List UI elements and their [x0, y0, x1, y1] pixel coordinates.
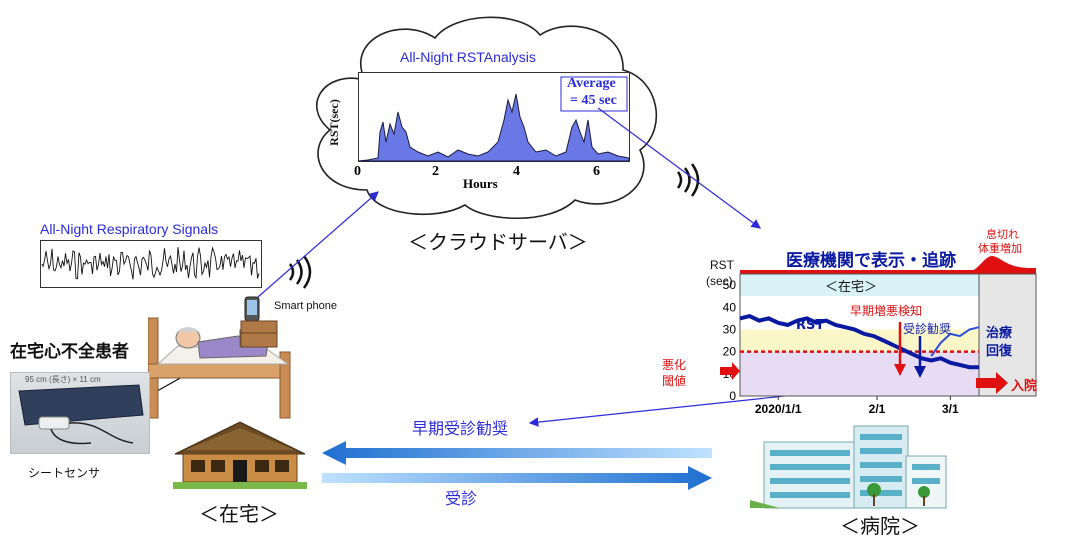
chart-ylabel-1: RST [710, 258, 734, 272]
early-visit-arrow [322, 441, 712, 465]
smartphone-label: Smart phone [274, 300, 337, 312]
admission-label: 入院 [1011, 379, 1038, 394]
rst-analysis-plot [358, 72, 630, 162]
cloud-title: All-Night RSTAnalysis [400, 49, 536, 65]
hospital-building-icon [750, 425, 947, 509]
sensor-ruler-text: 95 cm (長さ) × 11 cm [25, 375, 101, 384]
cloud-caption: ＜クラウドサーバ＞ [408, 230, 588, 254]
rst-series-label: RST [796, 318, 825, 333]
short-breath-label-2: 体重増加 [978, 242, 1022, 255]
visit-label: 受診 [445, 489, 478, 508]
rst-trend-chart: 01020304050 2020/1/12/13/1 [720, 256, 1037, 416]
average-line-2: = 45 sec [570, 93, 617, 108]
average-line-1: Average [567, 76, 616, 91]
average-box [560, 76, 628, 112]
respiratory-signal-plot [40, 240, 262, 288]
hospital-caption: ＜病院＞ [840, 514, 920, 538]
resp-title: All-Night Respiratory Signals [40, 221, 219, 237]
cloud-xtick-0: 0 [354, 164, 361, 179]
wireless-signal-icon-cloud [676, 163, 700, 197]
home-band-label: ＜在宅＞ [825, 280, 878, 295]
chart-ytick-label: 50 [723, 278, 737, 292]
threshold-label-2: 閾値 [662, 374, 687, 388]
chart-ylabel-2: (sec) [706, 274, 733, 288]
early-detect-label: 早期増悪検知 [850, 304, 923, 318]
hospital-banner: 医療機関で表示・追跡 [786, 251, 956, 271]
smartphone-icon [244, 296, 260, 322]
admission-arrow [976, 372, 1008, 394]
sensor-label: シートセンサ [28, 466, 101, 480]
red-weight-bar [740, 256, 1036, 272]
plot-frame [739, 273, 1037, 397]
chart-ytick-label: 20 [723, 345, 737, 359]
chart-xtick-label: 2/1 [869, 402, 886, 416]
early-recommend-label: 早期受診勧奨 [412, 419, 509, 438]
short-breath-label-1: 息切れ [986, 228, 1019, 241]
rst-analysis-fill [358, 93, 630, 162]
patient-label: 在宅心不全患者 [10, 342, 129, 362]
cloud-xtick-6: 6 [593, 164, 600, 179]
chart-ytick-label: 40 [723, 300, 737, 314]
visit-arrow [322, 466, 712, 490]
chart-ytick-label: 0 [729, 389, 736, 403]
chart-xtick-label: 2020/1/1 [755, 402, 802, 416]
band-home [740, 274, 979, 297]
cloud-xtick-2: 2 [432, 164, 439, 179]
treatment-label-2: 回復 [986, 344, 1013, 359]
threshold-pointer [720, 362, 740, 380]
rst-series-line [739, 313, 979, 370]
visit-recommend-label: 受診勧奨 [903, 322, 952, 336]
home-house-icon [173, 421, 307, 489]
cloud-xlabel: Hours [463, 176, 498, 191]
threshold-label-1: 悪化 [662, 358, 687, 372]
cloud-xtick-4: 4 [513, 164, 520, 179]
chart-xtick-label: 3/1 [942, 402, 959, 416]
treatment-label-1: 治療 [986, 326, 1013, 341]
sheet-sensor-photo: 95 cm (長さ) × 11 cm [10, 372, 150, 454]
home-caption: ＜在宅＞ [199, 502, 279, 526]
bedside-table-icon [240, 320, 278, 348]
chart-ytick-label: 30 [723, 322, 737, 336]
rst-recovery-line [930, 326, 980, 357]
